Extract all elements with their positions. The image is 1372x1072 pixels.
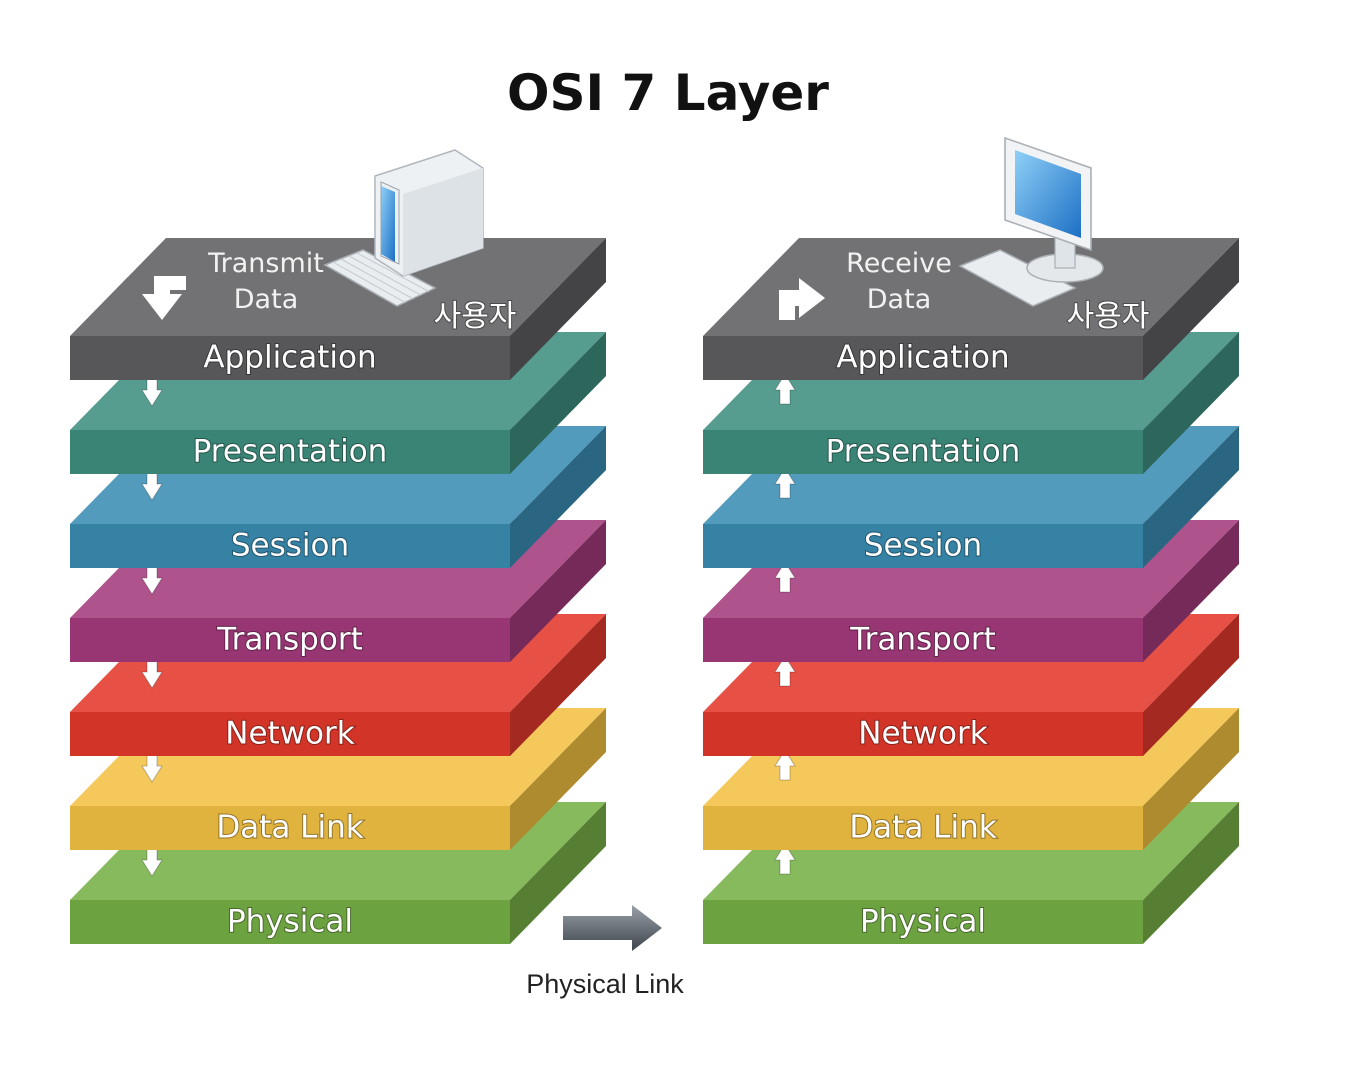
layer-front-face [70,806,510,850]
up-arrow-icon [774,655,796,687]
layer-label: Application [836,340,1009,376]
stacks-group: Physical Data Link Network Transport Session… [70,136,1239,944]
layer-label: Network [858,716,987,752]
layer-label: Presentation [826,434,1021,470]
layer-side-face [510,614,606,756]
receiver-top-label-line2: Data [867,284,931,315]
layer-application: Application [703,238,1239,380]
layer-front-face [703,618,1143,662]
layer-side-face [1143,708,1239,850]
layer-front-face [703,900,1143,944]
layer-front-face [70,712,510,756]
layer-side-face [510,332,606,474]
layer-front-face [703,806,1143,850]
layer-side-face [1143,238,1239,380]
layer-label: Presentation [193,434,388,470]
layer-front-face [70,336,510,380]
physical-link-arrow-icon [563,905,662,951]
layer-front-face [703,336,1143,380]
layer-label: Transport [849,622,995,658]
receiver-stack: Physical Data Link Network Transport Session… [703,136,1239,944]
layer-label: Physical [227,904,353,940]
sender-stack: Physical Data Link Network Transport Session… [70,149,606,944]
layer-label: Data Link [849,810,996,846]
layer-label: Transport [216,622,362,658]
layer-front-face [70,618,510,662]
layer-side-face [510,708,606,850]
layer-top-face [70,238,606,336]
layer-front-face [703,524,1143,568]
layer-application: Application [70,238,606,380]
layer-front-face [703,430,1143,474]
layer-front-face [70,430,510,474]
sender-top-label-line1: Transmit [207,248,324,279]
sender-top-label-line2: Data [234,284,298,315]
computer-icon [323,149,484,307]
layer-label: Session [864,528,982,564]
up-arrow-icon [774,749,796,781]
layer-side-face [1143,426,1239,568]
layer-side-face [1143,614,1239,756]
computer-monitor-icon [958,136,1104,307]
sender-user-label: 사용자 [434,299,517,334]
layer-front-face [703,712,1143,756]
physical-link: Physical Link [526,905,684,999]
physical-link-label: Physical Link [526,969,684,999]
layer-side-face [510,238,606,380]
diagram-title: OSI 7 Layer [507,64,829,122]
layer-front-face [70,524,510,568]
layer-front-face [70,900,510,944]
layer-side-face [1143,802,1239,944]
layer-side-face [1143,520,1239,662]
layer-label: Session [231,528,349,564]
layer-label: Physical [860,904,986,940]
receive-bent-arrow-icon [779,278,825,320]
layer-side-face [1143,332,1239,474]
layer-side-face [510,426,606,568]
layer-label: Data Link [216,810,363,846]
layer-label: Network [225,716,354,752]
receiver-user-label: 사용자 [1067,299,1150,334]
up-arrow-icon [774,467,796,499]
layer-side-face [510,802,606,944]
layer-side-face [510,520,606,662]
up-arrow-icon [774,373,796,405]
up-arrow-icon [774,561,796,593]
up-arrow-icon [774,843,796,875]
layer-top-face [703,238,1239,336]
receiver-top-label-line1: Receive [846,248,952,279]
layer-label: Application [203,340,376,376]
transmit-bent-arrow-icon [142,276,186,320]
